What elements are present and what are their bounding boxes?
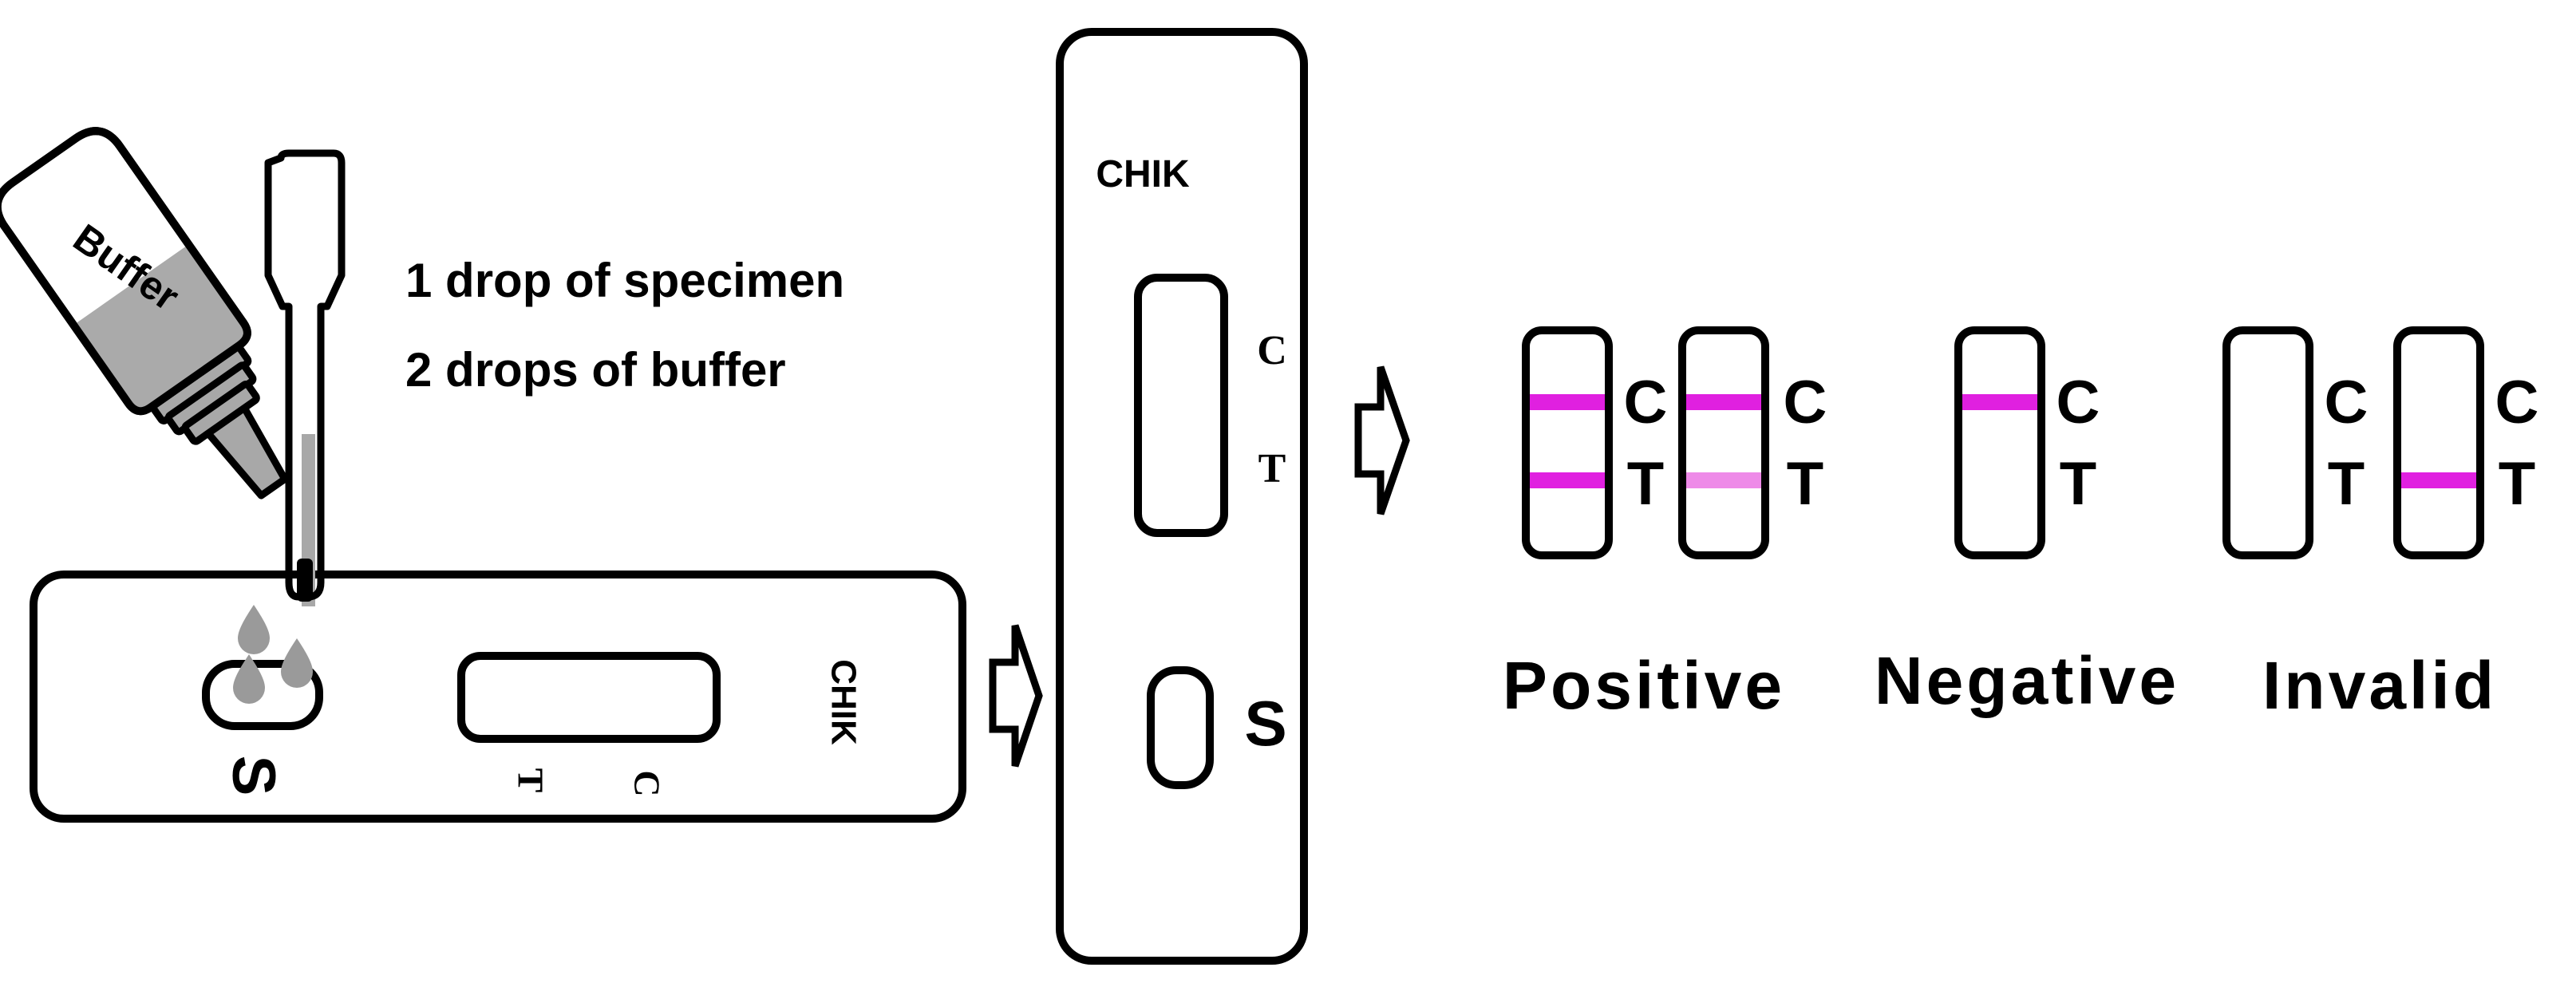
strip-positive-faint: C T [1678, 326, 1827, 559]
strip-window [2393, 326, 2484, 559]
strip-c-label: C [2495, 369, 2539, 436]
strip-window [1954, 326, 2045, 559]
c-label-vertical: C [1257, 328, 1287, 373]
positive-label: Positive [1503, 648, 1785, 723]
bottle-outline [0, 127, 251, 416]
buffer-bottle: Buffer [0, 127, 289, 499]
strip-t-label: T [2060, 450, 2096, 518]
strip-c-label: C [1624, 369, 1668, 436]
drops [233, 605, 313, 704]
result-window-vertical [1134, 274, 1228, 537]
strip-t-label: T [2328, 450, 2365, 518]
strip-window [1678, 326, 1769, 559]
strip-t-label: T [1627, 450, 1664, 518]
instruction-line-1: 1 drop of specimen [405, 254, 844, 307]
t-label-horizontal: T [510, 768, 551, 793]
negative-label: Negative [1875, 643, 2179, 718]
instruction-line-2: 2 drops of buffer [405, 343, 786, 397]
strip-c-label: C [2056, 369, 2100, 436]
drop-3 [281, 638, 313, 688]
strip-t-label: T [1787, 450, 1823, 518]
strip-c-label: C [2325, 369, 2369, 436]
well-label-vertical: S [1244, 688, 1286, 759]
test-line [2401, 472, 2476, 488]
strip-invalid-test-only: C T [2393, 326, 2539, 559]
strip-positive-strong: C T [1522, 326, 1668, 559]
cassette-vertical: CHIK C T S [1056, 28, 1308, 965]
result-window-horizontal [457, 652, 721, 743]
strip-t-label: T [2499, 450, 2535, 518]
strip-negative: C T [1954, 326, 2100, 559]
brand-label-horizontal: CHIK [824, 659, 863, 745]
strip-window [1522, 326, 1613, 559]
strip-c-label: C [1784, 369, 1827, 436]
brand-label-vertical: CHIK [1096, 153, 1190, 195]
t-label-vertical: T [1258, 446, 1286, 492]
results-panel: C T C T C T C T C T [1503, 326, 2539, 723]
bottle-cap-ring-3 [181, 381, 260, 445]
arrow-2-icon [1354, 365, 1410, 515]
test-line-faint [1686, 472, 1761, 488]
test-line [1530, 472, 1605, 488]
control-line [1530, 394, 1605, 410]
specimen-well-vertical [1147, 666, 1214, 789]
drop-2 [233, 654, 265, 704]
pipette [264, 149, 346, 606]
control-line [1962, 394, 2037, 410]
pipette-outline [264, 149, 346, 601]
strip-invalid-empty: C T [2222, 326, 2369, 559]
strip-window [2222, 326, 2313, 559]
cassette-horizontal: S T C CHIK [30, 571, 966, 823]
control-line [1686, 394, 1761, 410]
c-label-horizontal: C [626, 770, 667, 796]
drop-1 [238, 605, 270, 654]
pipette-tip [297, 559, 313, 602]
invalid-label: Invalid [2262, 648, 2497, 723]
well-label-horizontal: S [219, 756, 287, 796]
arrow-1-icon [989, 624, 1043, 768]
